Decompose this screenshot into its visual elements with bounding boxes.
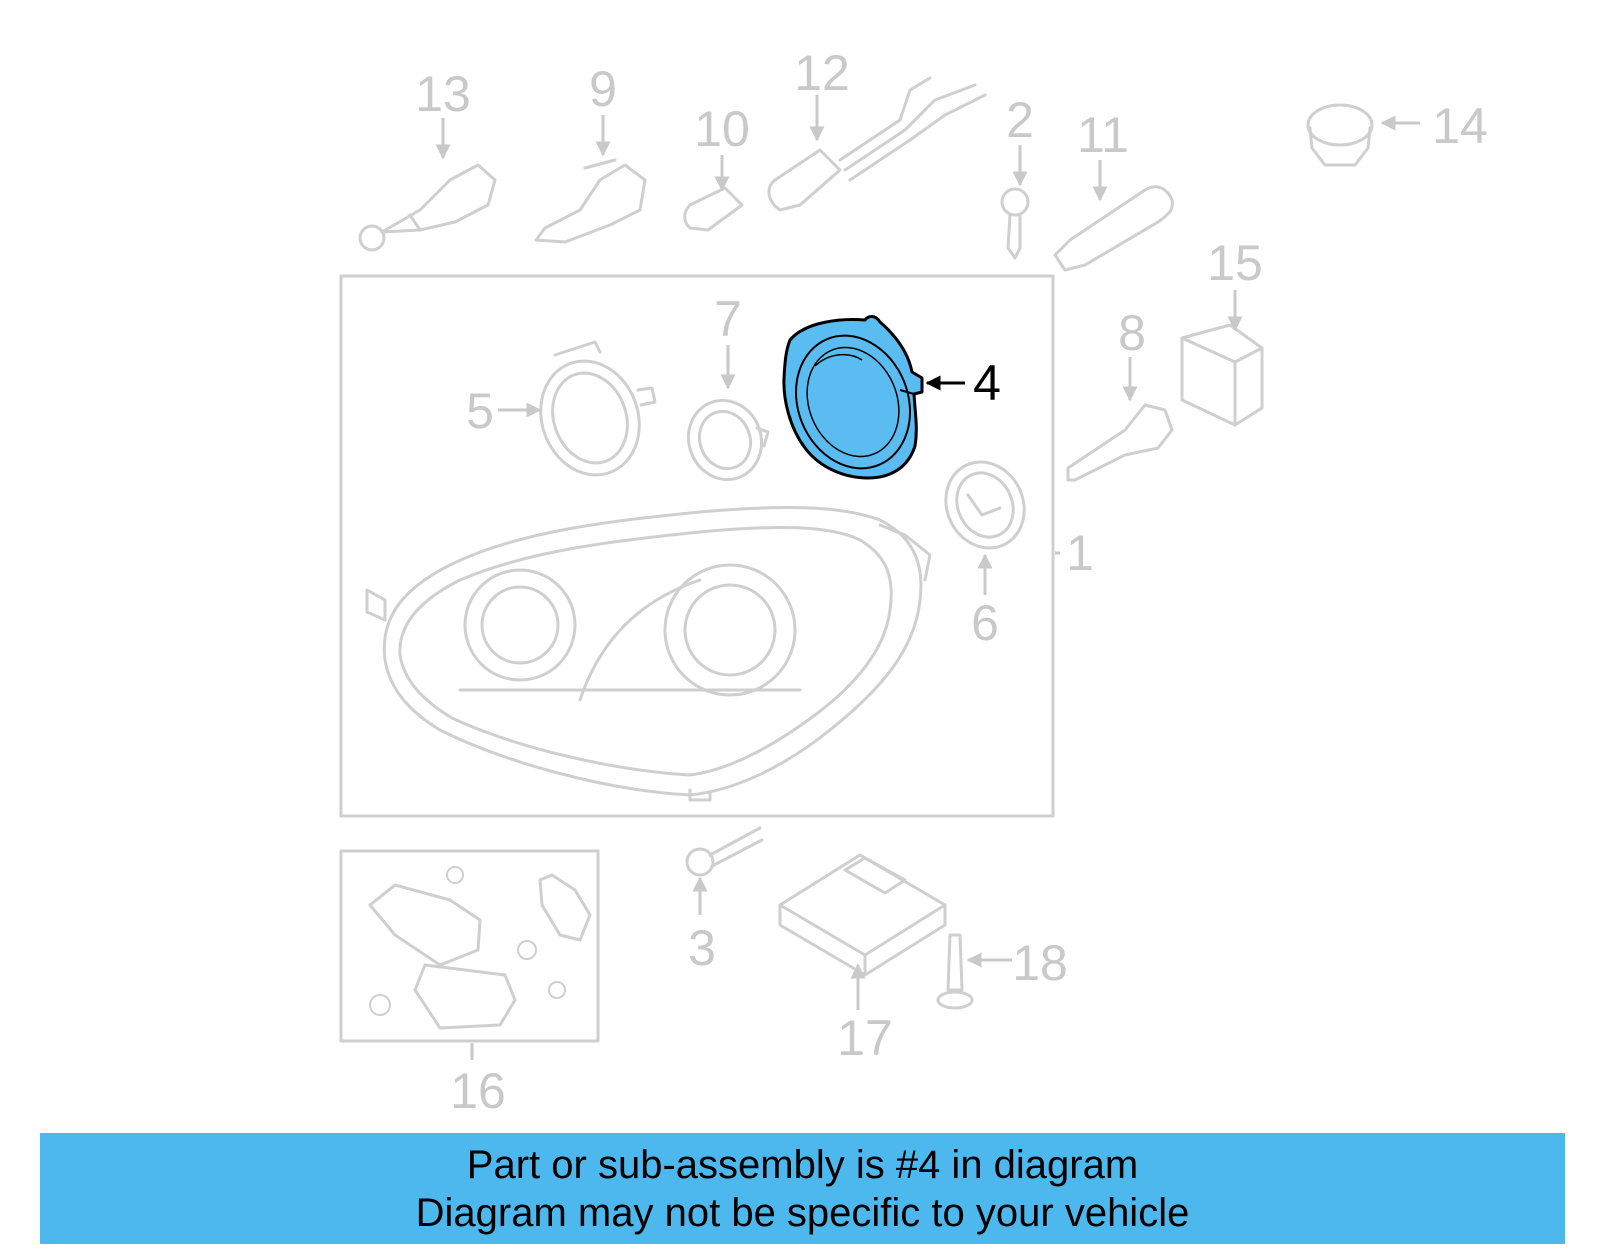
callout-14: 14 bbox=[1432, 98, 1488, 154]
part-15-module[interactable] bbox=[1180, 323, 1264, 427]
banner-line-part: Part or sub-assembly is #4 in diagram bbox=[466, 1143, 1139, 1187]
banner-line-disclaimer: Diagram may not be specific to your vehi… bbox=[415, 1191, 1190, 1235]
part-2-screw[interactable] bbox=[1000, 187, 1030, 260]
callout-16: 16 bbox=[450, 1063, 506, 1119]
callout-13: 13 bbox=[415, 66, 471, 122]
part-18-bolt[interactable] bbox=[936, 933, 974, 1010]
callout-1: 1 bbox=[1066, 525, 1094, 581]
part-11-bulb[interactable] bbox=[1053, 185, 1174, 272]
callout-3: 3 bbox=[688, 920, 716, 976]
part-14-plug[interactable] bbox=[1306, 103, 1374, 167]
callout-15: 15 bbox=[1207, 235, 1263, 291]
bracket-kit-frame bbox=[339, 849, 600, 1043]
callout-8: 8 bbox=[1118, 305, 1146, 361]
callout-labels: 13 9 10 12 2 11 14 15 8 7 5 4 1 6 3 18 1… bbox=[415, 45, 1488, 1119]
callout-12: 12 bbox=[794, 45, 850, 101]
part-10-bulb[interactable] bbox=[683, 186, 744, 232]
callout-4: 4 bbox=[973, 355, 1001, 411]
part-16-bracket-kit[interactable] bbox=[368, 866, 592, 1030]
part-13-bulb[interactable] bbox=[358, 163, 497, 252]
part-info-banner: Part or sub-assembly is #4 in diagram Di… bbox=[40, 1133, 1565, 1244]
callout-17: 17 bbox=[837, 1010, 893, 1066]
callout-2: 2 bbox=[1006, 92, 1034, 148]
part-5-reflector-ring[interactable] bbox=[525, 340, 657, 489]
callout-6: 6 bbox=[971, 595, 999, 651]
part-17-control-unit[interactable] bbox=[778, 853, 947, 977]
callout-5: 5 bbox=[466, 383, 494, 439]
callout-9: 9 bbox=[589, 61, 617, 117]
callout-11: 11 bbox=[1077, 107, 1129, 163]
leader-lines bbox=[435, 95, 1420, 1060]
callout-10: 10 bbox=[694, 101, 750, 157]
part-7-small-ring[interactable] bbox=[677, 390, 772, 490]
part-9-bulb[interactable] bbox=[534, 158, 647, 244]
part-8-bulb[interactable] bbox=[1066, 403, 1174, 482]
part-3-screw[interactable] bbox=[685, 826, 764, 877]
headlamp-assembly-frame bbox=[339, 274, 1055, 818]
part-6-bulb-socket[interactable] bbox=[932, 449, 1038, 561]
part-4-housing-cap[interactable] bbox=[777, 315, 930, 486]
part-12-wiring-harness[interactable] bbox=[767, 76, 987, 212]
headlamp-housing[interactable] bbox=[365, 505, 932, 802]
callout-7: 7 bbox=[714, 291, 742, 347]
callout-18: 18 bbox=[1012, 935, 1068, 991]
